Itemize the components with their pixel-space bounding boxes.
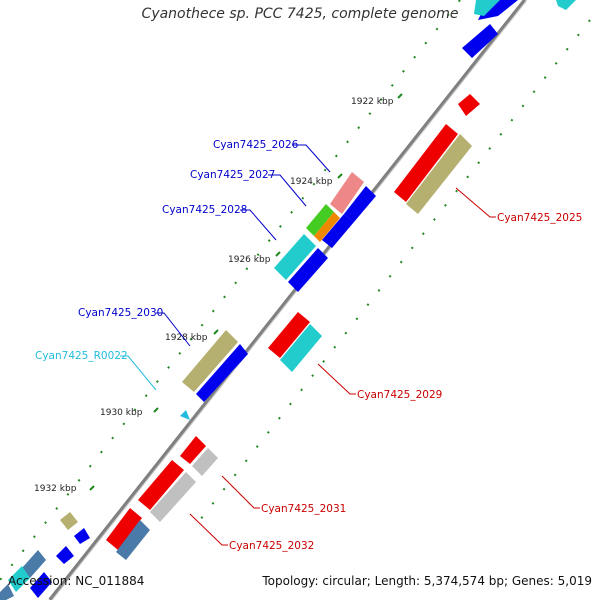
leader-2027 bbox=[268, 174, 307, 207]
label-cyan7425-2026[interactable]: Cyan7425_2026 bbox=[213, 139, 299, 151]
accession-text: Accession: NC_011884 bbox=[8, 574, 145, 588]
gene-steel-a[interactable] bbox=[22, 550, 46, 578]
gene-steel-b[interactable] bbox=[0, 584, 14, 600]
gene-grey-2032[interactable] bbox=[150, 472, 196, 522]
gene-red-2025[interactable] bbox=[394, 124, 458, 202]
tick-label-1930: 1930 kbp bbox=[100, 408, 143, 418]
gene-red-small-2025a[interactable] bbox=[458, 94, 480, 116]
leader-2032 bbox=[189, 513, 228, 546]
gene-pink-2026[interactable] bbox=[330, 172, 364, 214]
gene-olive-2025[interactable] bbox=[406, 134, 472, 214]
gene-cyan-top-right[interactable] bbox=[556, 0, 576, 10]
gene-red-2029[interactable] bbox=[268, 312, 310, 358]
gene-blue-2028b[interactable] bbox=[288, 248, 328, 292]
gene-blue-2026b[interactable] bbox=[344, 186, 376, 222]
gene-blue-small-a[interactable] bbox=[74, 528, 90, 544]
label-cyan7425-2029[interactable]: Cyan7425_2029 bbox=[357, 389, 442, 401]
label-cyan7425-2030[interactable]: Cyan7425_2030 bbox=[78, 307, 163, 319]
gene-blue-bottom[interactable] bbox=[30, 572, 52, 598]
gene-steel-2032[interactable] bbox=[116, 520, 150, 560]
leader-2028 bbox=[240, 209, 277, 241]
gene-cyan-bottom[interactable] bbox=[8, 566, 30, 592]
leader-2026 bbox=[292, 144, 331, 173]
leader-r0022 bbox=[120, 355, 157, 391]
gene-blue-top-b[interactable] bbox=[462, 24, 498, 58]
gene-orange-2027[interactable] bbox=[314, 212, 340, 242]
gene-cyan-top-a[interactable] bbox=[474, 0, 500, 16]
gene-olive-small[interactable] bbox=[60, 512, 78, 530]
gene-blue-2030b[interactable] bbox=[196, 344, 248, 402]
tick-label-1932: 1932 kbp bbox=[34, 484, 77, 494]
label-cyan7425-r0022[interactable]: Cyan7425_R0022 bbox=[35, 350, 128, 362]
gene-red-2031b[interactable] bbox=[138, 460, 184, 510]
gene-cyan-2028[interactable] bbox=[274, 234, 316, 280]
gene-green-2027[interactable] bbox=[306, 204, 334, 236]
genes-right-strand bbox=[106, 0, 576, 560]
gene-grey-2031[interactable] bbox=[192, 448, 218, 476]
gene-olive-2030[interactable] bbox=[182, 330, 238, 392]
label-cyan7425-2028[interactable]: Cyan7425_2028 bbox=[162, 204, 247, 216]
gene-blue-small-b[interactable] bbox=[56, 546, 74, 564]
label-cyan7425-2032[interactable]: Cyan7425_2032 bbox=[229, 540, 314, 552]
label-cyan7425-2025[interactable]: Cyan7425_2025 bbox=[497, 212, 582, 224]
gene-red-2031a[interactable] bbox=[180, 436, 206, 464]
label-cyan7425-2031[interactable]: Cyan7425_2031 bbox=[261, 503, 346, 515]
tick-label-1924: 1924 kbp bbox=[290, 177, 333, 187]
leader-2029 bbox=[317, 363, 356, 395]
leader-2031 bbox=[221, 475, 260, 509]
label-cyan7425-2027[interactable]: Cyan7425_2027 bbox=[190, 169, 275, 181]
leader-2030 bbox=[156, 312, 191, 347]
backbone bbox=[48, 0, 528, 600]
genome-summary-text: Topology: circular; Length: 5,374,574 bp… bbox=[262, 574, 592, 588]
leader-2025 bbox=[455, 187, 496, 218]
genes-left-strand bbox=[0, 0, 518, 600]
gene-cyan-2029[interactable] bbox=[280, 324, 322, 372]
tick-label-1922: 1922 kbp bbox=[351, 97, 394, 107]
gene-cyan-r0022[interactable] bbox=[180, 410, 190, 420]
kbp-ticks bbox=[89, 93, 403, 491]
dotted-ring-outer bbox=[199, 19, 591, 521]
gene-red-2032[interactable] bbox=[106, 508, 142, 550]
tick-label-1926: 1926 kbp bbox=[228, 255, 271, 265]
gene-blue-2027b[interactable] bbox=[322, 214, 354, 248]
tick-label-1928: 1928 kbp bbox=[165, 333, 208, 343]
map-title: Cyanothece sp. PCC 7425, complete genome bbox=[141, 6, 459, 22]
leader-lines bbox=[120, 144, 496, 546]
